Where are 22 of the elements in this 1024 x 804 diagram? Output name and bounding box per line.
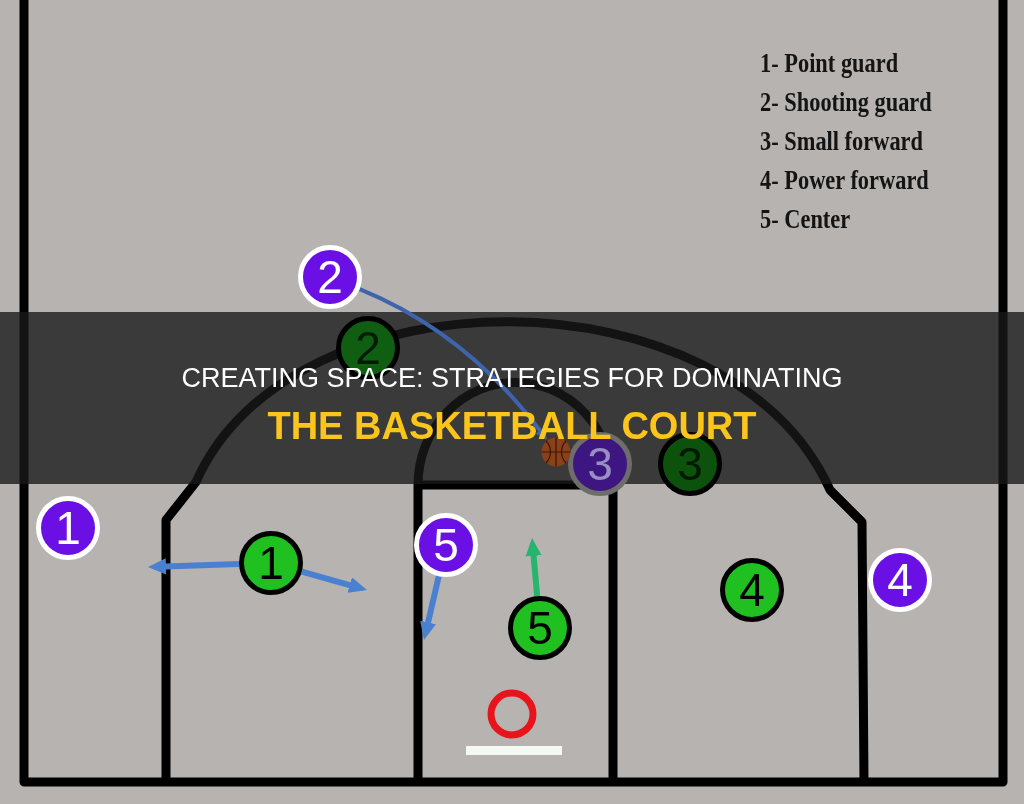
player-marker [239,531,303,595]
player-number: 4 [887,561,913,599]
player-number: 4 [739,571,765,609]
player-number: 5 [433,526,459,564]
key-label: 4- Power forward [760,166,929,194]
key-label: 1- Point guard [760,49,899,77]
arrow [301,568,367,593]
arrow [148,558,240,575]
player-number: 5 [527,609,553,647]
key-label: 5- Center [760,205,851,233]
player-marker [508,596,572,660]
arrow [525,538,542,597]
player-number: 3 [587,445,613,483]
player-marker [720,558,784,622]
player-number: 1 [258,544,284,582]
arrow [420,575,442,640]
player-number: 2 [317,258,343,296]
player-number: 3 [677,445,703,483]
player-number: 2 [355,329,381,367]
player-number: 1 [55,509,81,547]
key-label: 2- Shooting guard [760,88,932,116]
key-label: 3- Small forward [760,127,923,155]
